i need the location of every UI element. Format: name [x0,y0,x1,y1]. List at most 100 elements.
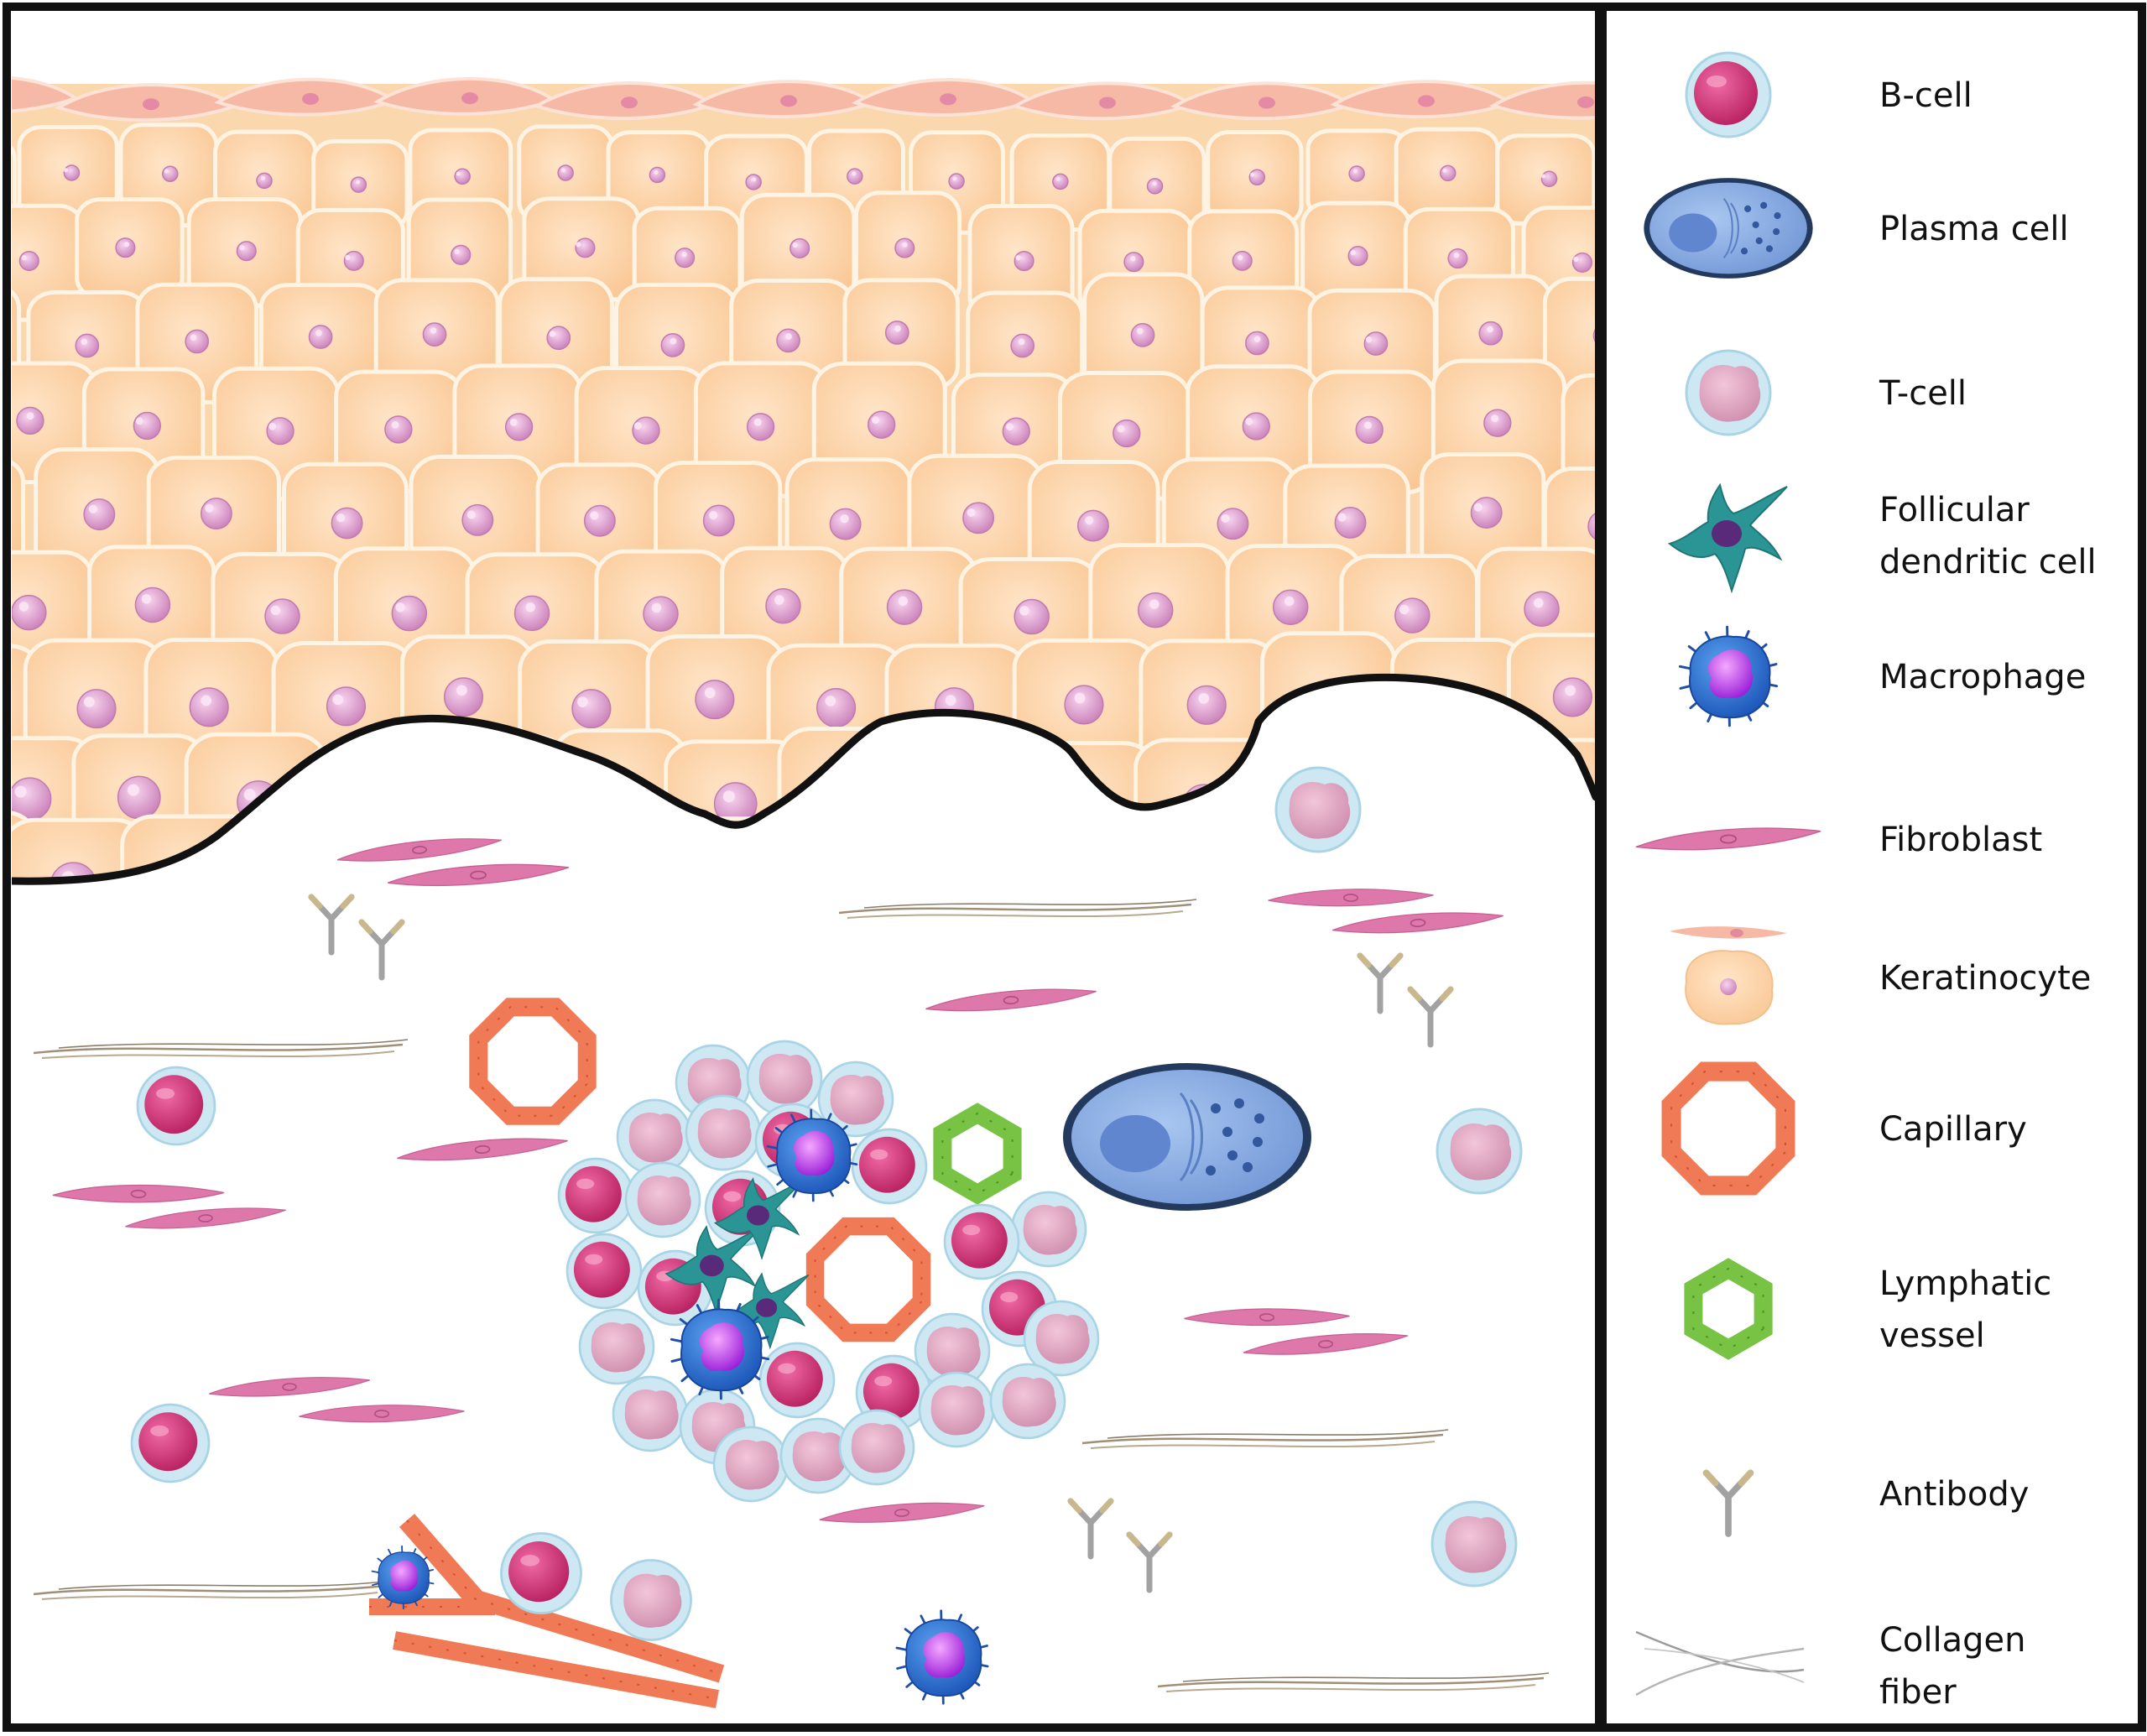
t-cell [1436,1108,1523,1195]
keratinocyte-cell [1300,201,1412,315]
b-cell [1685,51,1772,138]
legend-label-keratinocyte: Keratinocyte [1879,959,2091,998]
t-cell [624,1161,701,1238]
t-cell [610,1559,692,1641]
fibroblast [397,1138,568,1161]
keratinocyte-cell [522,196,641,302]
macrophage [766,1108,858,1202]
legend-panel-frame [1598,3,2146,1732]
b-cell [851,1128,928,1205]
keratinocyte-cell [1394,127,1500,221]
t-cell [1023,1300,1100,1377]
macrophage [670,1298,770,1400]
legend-item-follicular-dendritic-cell: Follicular dendritic cell [1667,482,2097,594]
lymphatic-vessel [1684,1258,1773,1360]
legend-label-t-cell: T-cell [1879,374,1967,413]
legend-item-lymphatic-vessel: Lymphatic vessel [1684,1258,2051,1360]
t-cell [779,1417,857,1494]
legend-item-b-cell: B-cell [1685,51,1972,138]
legend-item-capillary: Capillary [1661,1061,2027,1196]
t-cell [1685,349,1772,436]
legend-item-plasma-cell: Plasma cell [1644,178,2069,279]
keratinocyte-cell [146,456,281,576]
legend-label-collagen-fiber: Collagen [1879,1621,2026,1660]
legend-label-follicular-dendritic-cell: Follicular [1879,491,2030,529]
fibroblast [1332,912,1503,934]
legend-label-lymphatic-vessel: Lymphatic [1879,1264,2051,1303]
fibroblast [299,1405,465,1423]
b-cell [557,1157,634,1234]
keratinocyte-cell [1495,133,1596,226]
capillary [805,1217,931,1342]
keratinocyte-cell [1542,276,1596,399]
b-cell [136,1066,216,1146]
antibody [1357,952,1404,1014]
legend-label-follicular-dendritic-cell: dendritic cell [1879,543,2097,581]
keratinocyte-cell [12,456,25,576]
b-cell [758,1342,836,1419]
legend-item-keratinocyte: Keratinocyte [1670,926,2091,1025]
fibroblast [125,1207,286,1229]
capillary [1661,1061,1795,1196]
fibroblast [1268,889,1434,907]
collagen-fiber [33,1580,392,1600]
lymphoid-aggregate [557,1040,1100,1503]
antibody [1126,1531,1173,1593]
legend-item-macrophage: Macrophage [1678,625,2086,727]
t-cell [838,1409,915,1486]
collagen-fiber [1157,1672,1550,1692]
b-cell [565,1233,643,1310]
keratinocyte-cell [12,283,22,404]
fibroblast [1635,827,1821,851]
fibroblast [388,863,569,887]
t-cell [918,1371,995,1448]
capillary [469,998,597,1125]
antibody [308,894,355,956]
fibroblast [336,838,503,862]
t-cell [578,1308,655,1385]
macrophage [1678,625,1779,727]
macrophage [895,1609,989,1705]
legend-label-antibody: Antibody [1879,1475,2029,1514]
keratinocyte-cell [12,137,17,233]
basement-membrane [12,674,1596,885]
legend-label-macrophage: Macrophage [1879,658,2086,696]
fibroblast [1184,1308,1350,1327]
b-cell [130,1403,211,1483]
fibroblast [209,1377,370,1397]
t-cell [1430,1500,1518,1587]
antibody [1067,1498,1114,1560]
antibody [1407,986,1454,1048]
keratinocyte-cell [842,278,960,391]
epidermis [12,75,1596,882]
keratinocyte-cell [258,283,386,394]
antibody [1702,1469,1754,1537]
b-cell [943,1203,1020,1280]
t-cell [685,1094,762,1171]
fibroblast [52,1184,225,1203]
t-cell [914,1312,991,1389]
b-cell [500,1532,582,1614]
fibroblast [819,1502,985,1523]
collagen-fiber [1635,1630,1805,1697]
lymphatic-vessel [933,1103,1022,1205]
capillary-branch [369,1514,725,1708]
plasma-cell [1063,1063,1311,1211]
legend-label-b-cell: B-cell [1879,76,1972,115]
fibroblast [925,988,1097,1012]
t-cell [1274,766,1362,853]
follicular-dendritic-cell [713,1177,805,1260]
legend-item-antibody: Antibody [1702,1469,2029,1537]
collagen-fiber [838,899,1197,919]
follicular-dendritic-cell [1667,482,1788,594]
legend-label-lymphatic-vessel: vessel [1879,1316,1985,1355]
legend-label-capillary: Capillary [1879,1110,2027,1149]
t-cell [817,1061,894,1138]
keratinocyte-cell [1206,130,1304,227]
keratinocyte-cell [1561,373,1596,497]
plasma-cell [1644,178,1813,279]
t-cell [616,1098,693,1176]
